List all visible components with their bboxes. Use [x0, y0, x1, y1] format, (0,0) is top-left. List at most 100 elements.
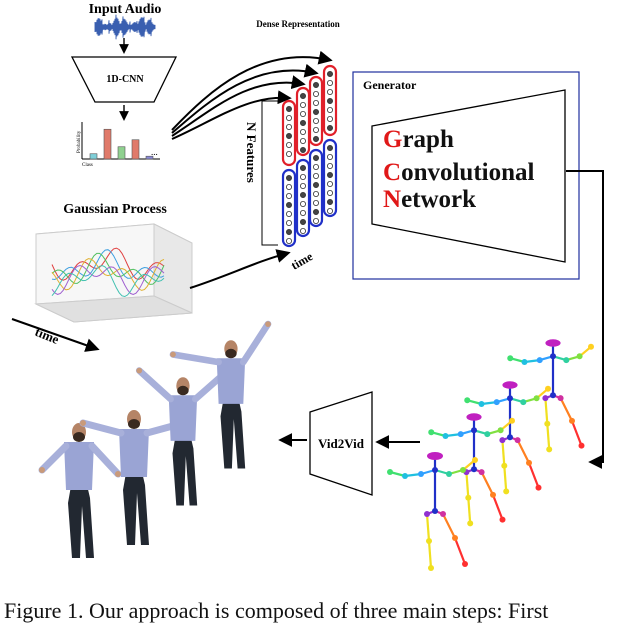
skeleton-bone	[559, 397, 573, 422]
gaussian-process-label: Gaussian Process	[63, 202, 167, 217]
dense-representation-label: Dense Representation	[256, 19, 340, 29]
feature-dot	[285, 228, 292, 235]
person-shirt	[168, 395, 198, 441]
person-figure	[38, 423, 122, 558]
feature-dot	[299, 93, 306, 100]
skeleton-joint	[471, 427, 477, 434]
probability-bar	[131, 139, 140, 160]
feature-dot	[312, 127, 319, 134]
feature-dot	[326, 144, 333, 151]
feature-dot	[285, 183, 292, 190]
feature-dot	[299, 200, 306, 207]
skeleton-joint	[402, 473, 408, 479]
red-feature-pill	[281, 99, 297, 167]
skeleton-bone	[570, 420, 583, 446]
skeleton-joint	[545, 385, 551, 392]
feature-dot	[285, 124, 292, 131]
n-features-label: N Features	[244, 122, 259, 183]
skeleton-joint	[493, 399, 500, 406]
skeleton-bone	[544, 398, 549, 424]
dense-arrows	[171, 50, 333, 140]
gp-curve	[51, 252, 165, 285]
skeleton-joint	[503, 488, 510, 495]
feature-dot	[285, 237, 292, 244]
skeleton-joint	[490, 491, 496, 498]
feature-dot	[299, 227, 306, 234]
feature-dot	[326, 198, 333, 205]
feature-dot	[312, 100, 319, 107]
feature-dot	[312, 82, 319, 89]
feature-dot	[326, 71, 333, 78]
feature-dot	[312, 118, 319, 125]
feature-dot	[285, 141, 292, 148]
skeleton-joint	[507, 395, 513, 402]
person-hand	[265, 321, 271, 327]
skeleton-bone	[503, 465, 508, 492]
class-axis-label: Class	[82, 163, 93, 168]
skeleton-joint	[509, 417, 515, 424]
feature-dot	[326, 207, 333, 214]
person-arm	[169, 351, 222, 366]
skeleton-joint	[442, 433, 449, 439]
skeleton-bone	[465, 472, 470, 498]
gcn-network-label: Network	[383, 186, 476, 213]
feature-dot	[285, 210, 292, 217]
gp-time-label: time	[33, 324, 62, 347]
generated-people	[38, 320, 272, 558]
feature-dot	[326, 171, 333, 178]
feature-dot	[326, 107, 333, 114]
skeleton-joint	[588, 343, 594, 350]
skeleton-bone	[467, 497, 472, 524]
skeleton-bone	[427, 540, 433, 569]
skeleton-joint	[501, 462, 508, 469]
blue-feature-pill	[281, 168, 297, 248]
feature-dot	[312, 190, 319, 197]
vid2vid-label: Vid2Vid	[318, 436, 365, 451]
feature-dot	[299, 164, 306, 171]
feature-dot	[285, 219, 292, 226]
feature-dot	[285, 174, 292, 181]
person-arm	[79, 419, 125, 437]
feature-dot	[299, 218, 306, 225]
blue-feature-pill	[322, 138, 338, 218]
probability-bar	[117, 146, 126, 160]
person-arm	[88, 442, 122, 478]
skeleton-joint	[521, 359, 528, 365]
skeleton-joint	[535, 484, 542, 491]
feature-dot	[299, 191, 306, 198]
gp-curve	[51, 264, 165, 296]
feature-dot	[326, 162, 333, 169]
skeleton-joint	[497, 427, 504, 434]
feature-dot	[312, 135, 319, 142]
stack-time-label: time	[289, 249, 316, 273]
feature-dot	[299, 209, 306, 216]
person-hand	[39, 467, 45, 473]
feature-dot	[326, 80, 333, 87]
generator-output-arrow	[566, 170, 604, 469]
feature-dot	[312, 154, 319, 161]
person-hand	[115, 471, 121, 477]
person-figure	[135, 361, 238, 506]
skeleton-joint	[546, 446, 553, 453]
skeleton-joint	[418, 471, 424, 477]
input-audio-label: Input Audio	[89, 2, 162, 17]
probability-axis-label: Probability	[77, 130, 82, 153]
waveform-line	[94, 14, 156, 40]
feature-dot	[285, 150, 292, 157]
feature-dot	[326, 89, 333, 96]
skeleton-joint	[499, 437, 506, 444]
gcn-graph-label: Graph	[383, 126, 454, 153]
generator-label: Generator	[363, 78, 417, 92]
feature-dot	[299, 182, 306, 189]
skeleton-bone	[425, 513, 431, 542]
feature-dot	[326, 180, 333, 187]
skeleton-joint	[576, 353, 583, 360]
skeleton-joint	[446, 471, 452, 477]
skeleton-bone	[546, 423, 551, 450]
skeleton-joint	[460, 467, 466, 473]
skeleton-joint	[526, 459, 532, 466]
skeleton-joint	[544, 420, 551, 427]
feature-dot	[299, 146, 306, 153]
skeleton-joint	[542, 395, 549, 402]
